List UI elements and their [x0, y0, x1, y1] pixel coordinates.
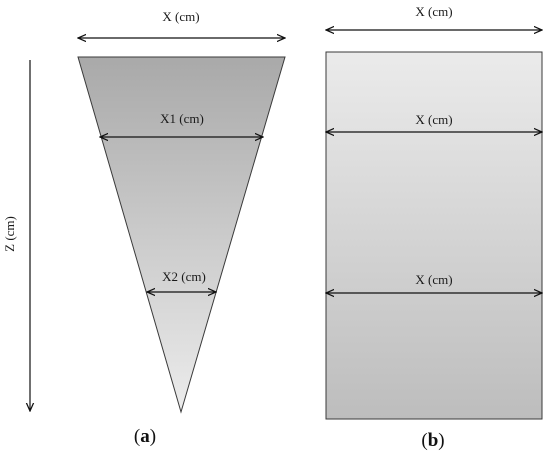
rect-top-width-label: X (cm) — [415, 4, 452, 19]
rectangle-section — [325, 51, 543, 420]
top-width-label: X (cm) — [162, 9, 199, 24]
depth-label: Z (cm) — [2, 216, 17, 252]
mid-width-label: X1 (cm) — [160, 111, 204, 126]
lower-width-label: X2 (cm) — [162, 269, 206, 284]
panel-a: X (cm) X1 (cm) X2 (cm) Z (cm) (a) — [2, 9, 285, 447]
rect-lower-width-label: X (cm) — [415, 272, 452, 287]
panel-b: X (cm) X (cm) X (cm) (b) — [326, 4, 542, 451]
triangle-section — [77, 56, 286, 414]
panel-b-caption: (b) — [421, 430, 444, 451]
panel-a-caption: (a) — [134, 426, 156, 447]
rect-mid-width-label: X (cm) — [415, 112, 452, 127]
